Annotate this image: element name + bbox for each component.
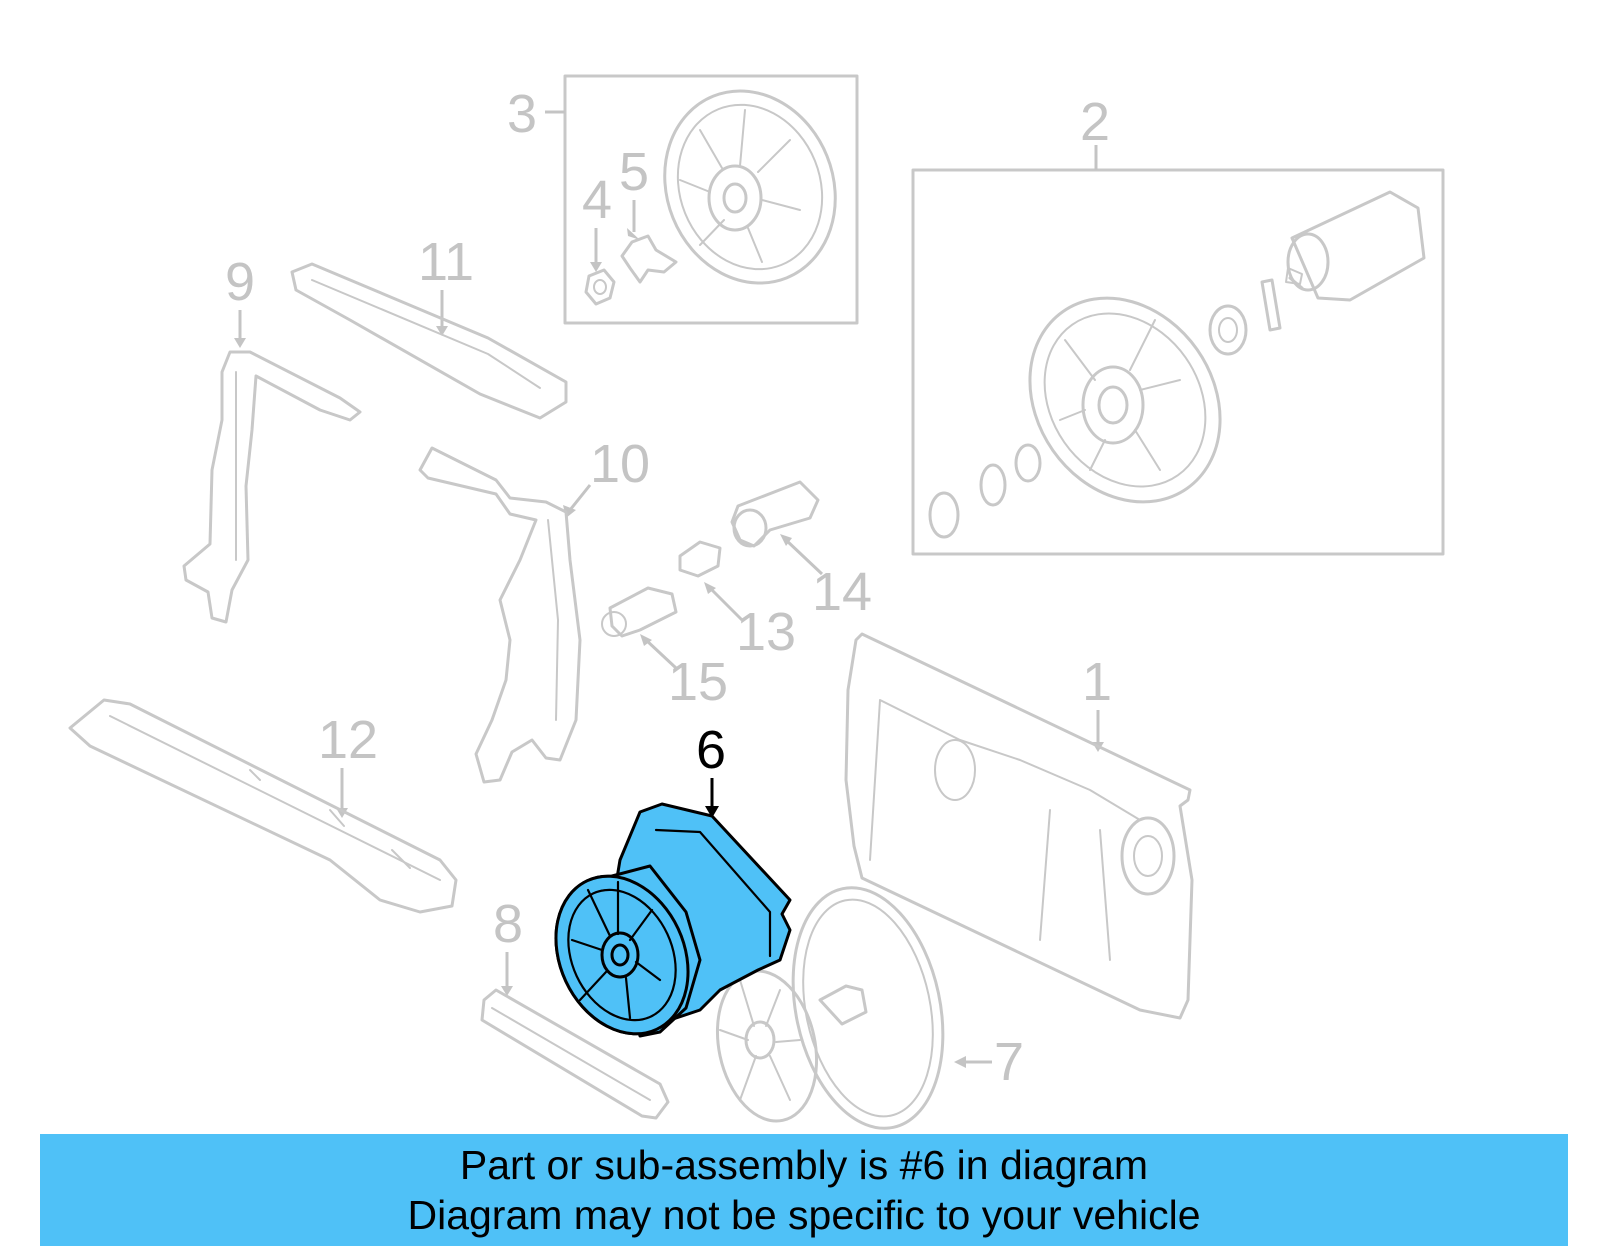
callout-3: 3 (507, 84, 537, 144)
part-10-group[interactable]: 10 (418, 434, 650, 784)
part-14-group[interactable]: 14 (730, 480, 872, 622)
part-9-group[interactable]: 9 (182, 252, 362, 624)
callout-7: 7 (994, 1032, 1024, 1092)
callout-12: 12 (318, 710, 378, 770)
callout-9: 9 (225, 252, 255, 312)
info-banner: Part or sub-assembly is #6 in diagram Di… (40, 1134, 1568, 1246)
callout-6: 6 (696, 720, 726, 780)
part-6-group[interactable]: 6 (531, 720, 792, 1056)
callout-1: 1 (1082, 652, 1112, 712)
callout-13: 13 (736, 602, 796, 662)
banner-line-2: Diagram may not be specific to your vehi… (407, 1192, 1201, 1238)
part-5-group[interactable]: 5 (619, 142, 678, 284)
part-15-group[interactable]: 15 (601, 586, 728, 712)
part-2-group[interactable]: 2 (911, 92, 1445, 556)
callout-4: 4 (582, 170, 612, 230)
banner-line-1: Part or sub-assembly is #6 in diagram (459, 1142, 1149, 1188)
callout-5: 5 (619, 142, 649, 202)
callout-15: 15 (668, 652, 728, 712)
callout-8: 8 (493, 894, 523, 954)
callout-10: 10 (590, 434, 650, 494)
part-11-group[interactable]: 11 (290, 232, 568, 420)
part-12-group[interactable]: 12 (68, 698, 458, 914)
part-8-group[interactable]: 8 (480, 894, 670, 1120)
callout-11: 11 (418, 232, 474, 292)
part-3-group[interactable]: 3 (507, 65, 864, 325)
callout-2: 2 (1080, 92, 1110, 152)
callout-14: 14 (812, 562, 872, 622)
part-1-group[interactable]: 1 (844, 632, 1194, 1020)
part-4-group[interactable]: 4 (582, 170, 616, 306)
part-13-group[interactable]: 13 (678, 540, 796, 662)
